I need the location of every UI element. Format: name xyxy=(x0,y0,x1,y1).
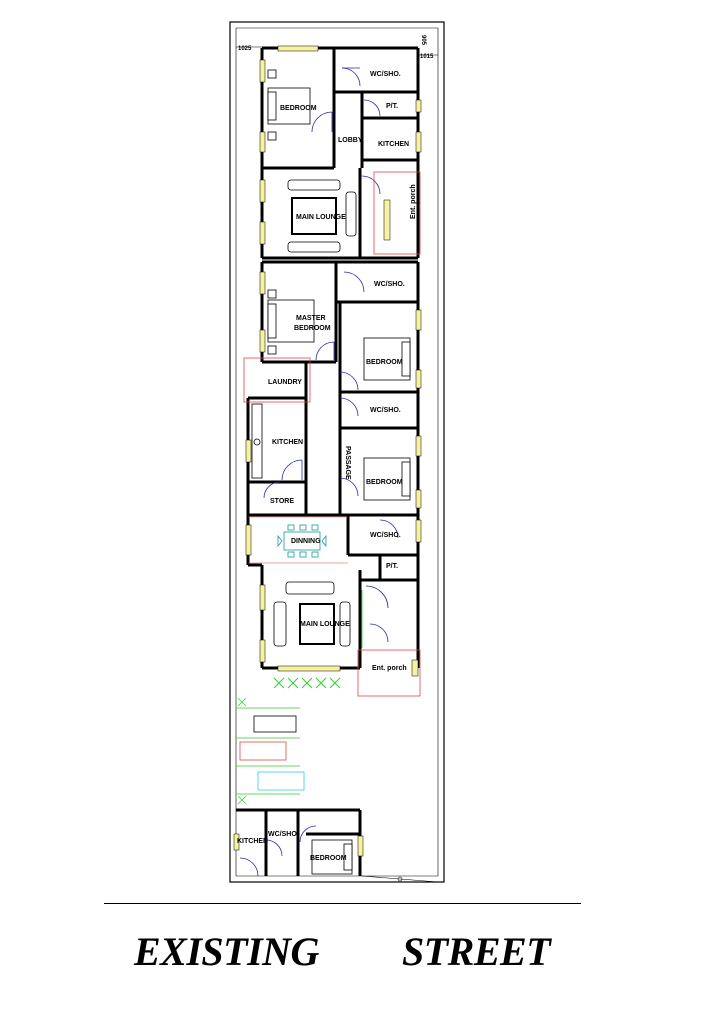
annex-bed xyxy=(311,839,353,875)
lower-lounge-label: MAIN LOUNGE xyxy=(300,621,350,628)
dim-top: 905 xyxy=(420,35,426,46)
lower-bedroom1-label: BEDROOM xyxy=(366,359,403,366)
lower-wc2-label: WC/SHO. xyxy=(370,407,401,414)
upper-bedroom-label: BEDROOM xyxy=(280,105,317,112)
street-label-street: STREET xyxy=(402,929,551,974)
upper-porch-label: Ent. porch xyxy=(410,184,417,219)
master-label-2: BEDROOM xyxy=(294,325,331,332)
upper-porch-outline xyxy=(373,171,421,255)
upper-windows xyxy=(259,45,422,245)
annex-walls xyxy=(236,808,362,876)
plot-boundary xyxy=(229,21,445,883)
passage-label: PASSAGE xyxy=(344,446,351,480)
street-label-existing: EXISTING xyxy=(134,929,319,974)
laundry-outline xyxy=(243,357,311,403)
lower-lounge-furniture xyxy=(273,581,351,647)
annex-bedroom-label: BEDROOM xyxy=(310,855,347,862)
master-label: MASTER xyxy=(296,315,326,322)
upper-lobby-label: LOBBY xyxy=(338,137,363,144)
laundry-label: LAUNDRY xyxy=(268,379,302,386)
lower-kitchen-counter xyxy=(251,403,263,479)
lower-bedroom2-label: BEDROOM xyxy=(366,479,403,486)
upper-unit-walls xyxy=(260,46,420,260)
lower-porch-outline xyxy=(357,649,421,697)
lower-windows xyxy=(245,271,422,677)
upper-lounge-furniture xyxy=(287,179,357,253)
parking-cars xyxy=(236,697,305,805)
store-label: STORE xyxy=(270,498,294,505)
dining-table xyxy=(277,524,327,558)
street-edge-line xyxy=(104,903,581,904)
lower-porch-label: Ent. porch xyxy=(372,665,407,672)
annex-doors xyxy=(239,825,317,877)
upper-wc-label: WC/SHO. xyxy=(370,71,401,78)
floor-plan: 1025 1015 905 xyxy=(229,21,445,883)
annex-windows xyxy=(233,833,364,857)
lower-doors xyxy=(263,271,399,643)
lower-wc1-label: WC/SHO. xyxy=(374,281,405,288)
upper-kitchen-label: KITCHEN xyxy=(378,141,409,148)
lower-unit-walls xyxy=(246,260,420,670)
annex-wc-label: WC/SHO. xyxy=(268,831,299,838)
lower-beds xyxy=(267,289,411,501)
upper-pt-label: P/T. xyxy=(386,103,398,110)
front-gate xyxy=(361,875,439,883)
dim-left: 1025 xyxy=(238,46,252,52)
upper-bed xyxy=(267,69,311,141)
dim-right: 1015 xyxy=(420,54,434,60)
lower-kitchen-label: KITCHEN xyxy=(272,439,303,446)
lower-wc3-label: WC/SHO. xyxy=(370,532,401,539)
dining-label: DINNING xyxy=(291,538,321,545)
shrubs xyxy=(273,677,341,689)
annex-kitchen-label: KITCHEN xyxy=(237,838,268,845)
floor-plan-drawing: 1025 1015 905 xyxy=(229,21,445,883)
upper-lounge-label: MAIN LOUNGE xyxy=(296,214,346,221)
lower-pt-label: P/T. xyxy=(386,563,398,570)
upper-doors xyxy=(311,67,381,195)
